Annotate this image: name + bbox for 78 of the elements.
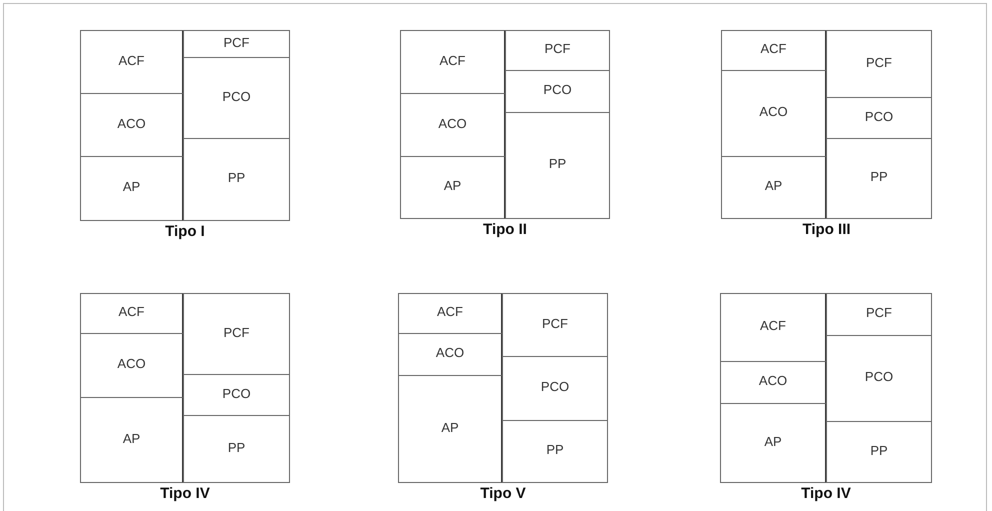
block-label: ACO <box>438 116 467 130</box>
balance-sheet-block <box>502 293 608 357</box>
block-label: ACF <box>118 304 144 319</box>
block-label: ACF <box>440 52 466 68</box>
block-label: AP <box>764 434 782 448</box>
block-label: PCO <box>222 88 251 104</box>
node-label: Tipo I <box>164 223 206 240</box>
block-label: PCO <box>864 369 894 384</box>
balance-sheet-block <box>826 335 932 422</box>
balance-sheet-block <box>721 70 827 157</box>
block-label: PCF <box>866 54 892 70</box>
block-label: ACF <box>437 304 463 319</box>
balance-sheet-block <box>826 30 932 98</box>
block-label: ACO <box>759 104 788 119</box>
block-label: AP <box>444 178 462 193</box>
block-label: PP <box>870 442 888 458</box>
block-label: ACF <box>118 52 144 68</box>
block-label: PP <box>546 442 564 457</box>
block-label: ACO <box>117 116 146 130</box>
balance-sheet-block <box>720 293 827 362</box>
balance-sheet-block <box>80 156 184 221</box>
balance-sheet-block <box>398 293 503 334</box>
balance-sheet-block <box>720 361 827 404</box>
balance-sheet-block <box>400 30 506 94</box>
block-label: ACF <box>760 41 786 56</box>
block-label: ACO <box>117 356 146 371</box>
block-label: ACO <box>758 373 788 388</box>
balance-sheet-block <box>183 415 290 483</box>
balance-sheet-block <box>826 293 932 336</box>
node-label: Tipo IV <box>159 485 211 502</box>
balance-sheet-block <box>183 138 290 221</box>
block-label: AP <box>122 430 140 446</box>
block-label: PCO <box>222 386 251 400</box>
balance-sheet-block <box>505 112 610 219</box>
block-label: PCO <box>864 108 894 124</box>
balance-sheet-block <box>721 156 827 219</box>
node-label: Tipo II <box>482 221 528 238</box>
balance-sheet-block <box>400 156 506 219</box>
balance-sheet-block <box>502 356 608 421</box>
balance-sheet-block <box>505 30 610 71</box>
block-label: PCO <box>543 82 572 97</box>
block-label: PCF <box>224 324 250 340</box>
block-label: PCF <box>544 41 570 56</box>
balance-sheet-block <box>80 293 184 334</box>
balance-sheet-block <box>505 70 610 113</box>
balance-sheet-block <box>398 333 503 376</box>
balance-sheet-block <box>826 97 932 139</box>
balance-sheet-block <box>721 30 827 71</box>
balance-sheet-block <box>80 333 184 398</box>
balance-sheet-block <box>183 293 290 375</box>
balance-sheet-block <box>400 93 506 157</box>
block-label: PP <box>228 170 246 185</box>
block-label: AP <box>122 179 140 194</box>
block-label: PCF <box>542 316 568 330</box>
balance-sheet-block <box>502 420 608 483</box>
block-label: ACF <box>760 318 786 333</box>
block-label: PP <box>548 156 566 171</box>
balance-sheet-block <box>183 30 290 58</box>
block-label: PCF <box>224 34 250 50</box>
node-label: Tipo IV <box>800 485 852 502</box>
balance-sheet-block <box>398 375 503 483</box>
balance-sheet-block <box>80 397 184 483</box>
node-label: Tipo III <box>801 221 852 238</box>
node-label: Tipo V <box>479 485 527 502</box>
block-label: PCO <box>540 379 570 394</box>
balance-sheet-block <box>183 57 290 139</box>
balance-sheet-block <box>826 138 932 219</box>
block-label: AP <box>441 420 459 434</box>
balance-sheet-block <box>720 403 827 483</box>
block-label: PP <box>870 169 888 184</box>
block-label: PCF <box>866 305 892 320</box>
balance-sheet-block <box>183 374 290 416</box>
block-label: AP <box>764 178 782 193</box>
block-label: PP <box>228 440 246 454</box>
balance-sheet-block <box>80 93 184 157</box>
block-label: ACO <box>436 345 464 360</box>
balance-sheet-block <box>80 30 184 94</box>
balance-sheet-block <box>826 421 932 483</box>
